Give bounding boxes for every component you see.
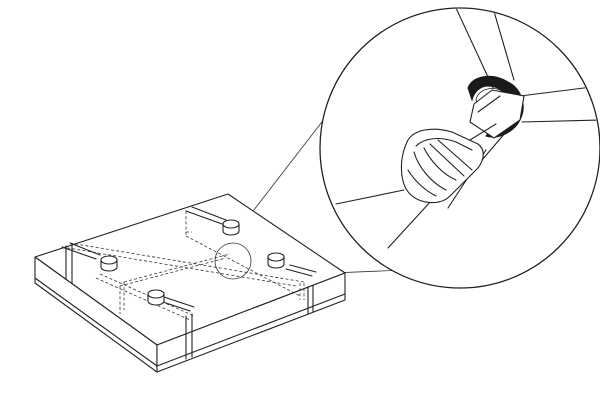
top-straps: [61, 206, 317, 312]
buckle-front: [147, 289, 165, 306]
mattress-right-face: [156, 272, 346, 373]
hidden-strap-channels: [61, 211, 305, 321]
side-straps: [65, 243, 314, 360]
strap-buckle-detail: [335, 9, 599, 249]
mattress-top-face: [34, 193, 346, 346]
detail-target-circle: [214, 242, 252, 280]
buckle-back: [222, 219, 240, 236]
detail-magnifier: [319, 7, 600, 289]
strap-buckle: [400, 128, 484, 204]
buckle-left: [100, 255, 118, 272]
mattress-layer-seam: [34, 277, 346, 367]
buckle-right: [267, 252, 285, 269]
mattress: [34, 193, 346, 373]
